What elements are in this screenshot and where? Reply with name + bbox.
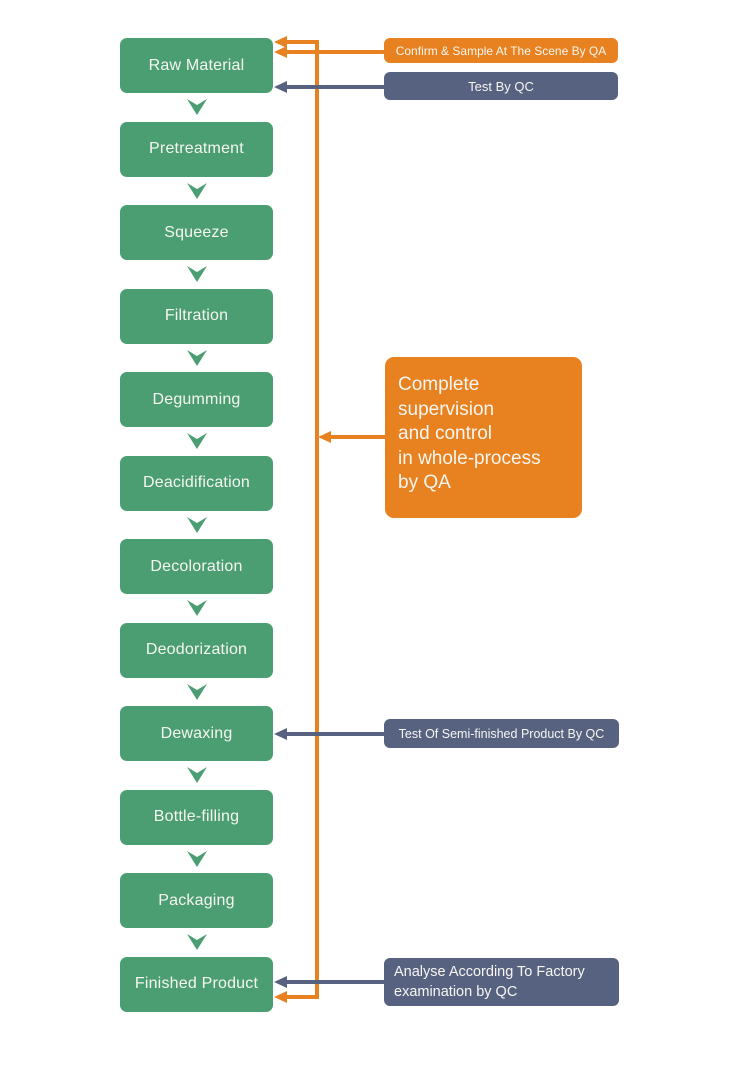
process-box-filtration: Filtration	[120, 288, 273, 344]
process-step: Decoloration	[120, 539, 273, 623]
process-step: Bottle-filling	[120, 789, 273, 874]
qa-supervision-vertical-line	[315, 40, 319, 999]
qa-sample-connector-line	[286, 50, 384, 54]
qa-sample-label: Confirm & Sample At The Scene By QA	[384, 38, 618, 63]
process-step: Degumming	[120, 372, 273, 456]
left-arrowhead-icon	[274, 36, 287, 48]
qc-test-connector-line	[286, 85, 384, 89]
process-step: Deacidification	[120, 455, 273, 540]
down-chevron-icon	[186, 850, 207, 867]
qc-test-label: Test By QC	[384, 72, 618, 100]
left-arrowhead-icon	[274, 81, 287, 93]
down-chevron-icon	[186, 182, 207, 199]
down-chevron-icon	[186, 600, 207, 617]
process-step-column: Raw Material Pretreatment Squeeze Filtra…	[120, 38, 273, 1012]
process-box-decoloration: Decoloration	[120, 539, 273, 594]
process-box-packaging: Packaging	[120, 873, 273, 928]
left-arrowhead-icon	[274, 991, 287, 1003]
down-chevron-icon	[186, 516, 207, 533]
left-arrowhead-icon	[274, 728, 287, 740]
process-step: Dewaxing	[120, 706, 273, 790]
process-step: Packaging	[120, 873, 273, 957]
process-box-deacidification: Deacidification	[120, 455, 273, 511]
down-chevron-icon	[186, 266, 207, 283]
process-box-degumming: Degumming	[120, 372, 273, 427]
down-chevron-icon	[186, 767, 207, 784]
left-arrowhead-icon	[318, 431, 331, 443]
process-box-deodorization: Deodorization	[120, 622, 273, 678]
down-chevron-icon	[186, 934, 207, 951]
process-box-raw-material: Raw Material	[120, 38, 273, 93]
left-arrowhead-icon	[274, 46, 287, 58]
left-arrowhead-icon	[274, 976, 287, 988]
qc-semi-connector-line	[286, 732, 384, 736]
qc-semi-finished-label: Test Of Semi-finished Product By QC	[384, 719, 619, 748]
process-step: Deodorization	[120, 622, 273, 707]
qa-supervision-connector-line	[330, 435, 385, 439]
qa-top-elbow-line	[286, 40, 319, 44]
qa-bottom-elbow-line	[286, 995, 319, 999]
down-chevron-icon	[186, 433, 207, 450]
qc-final-analysis-label: Analyse According To Factory examination…	[384, 958, 619, 1006]
process-step: Raw Material	[120, 38, 273, 122]
process-step: Pretreatment	[120, 121, 273, 206]
down-chevron-icon	[186, 99, 207, 116]
qc-final-connector-line	[286, 980, 384, 984]
process-step: Finished Product	[120, 956, 273, 1012]
process-box-squeeze: Squeeze	[120, 205, 273, 260]
process-box-finished-product: Finished Product	[120, 956, 273, 1012]
process-box-dewaxing: Dewaxing	[120, 706, 273, 761]
process-step: Filtration	[120, 288, 273, 373]
process-box-bottle-filling: Bottle-filling	[120, 789, 273, 845]
process-box-pretreatment: Pretreatment	[120, 121, 273, 177]
down-chevron-icon	[186, 349, 207, 366]
qa-supervision-box: Complete supervision and control in whol…	[385, 357, 582, 518]
process-step: Squeeze	[120, 205, 273, 289]
down-chevron-icon	[186, 683, 207, 700]
